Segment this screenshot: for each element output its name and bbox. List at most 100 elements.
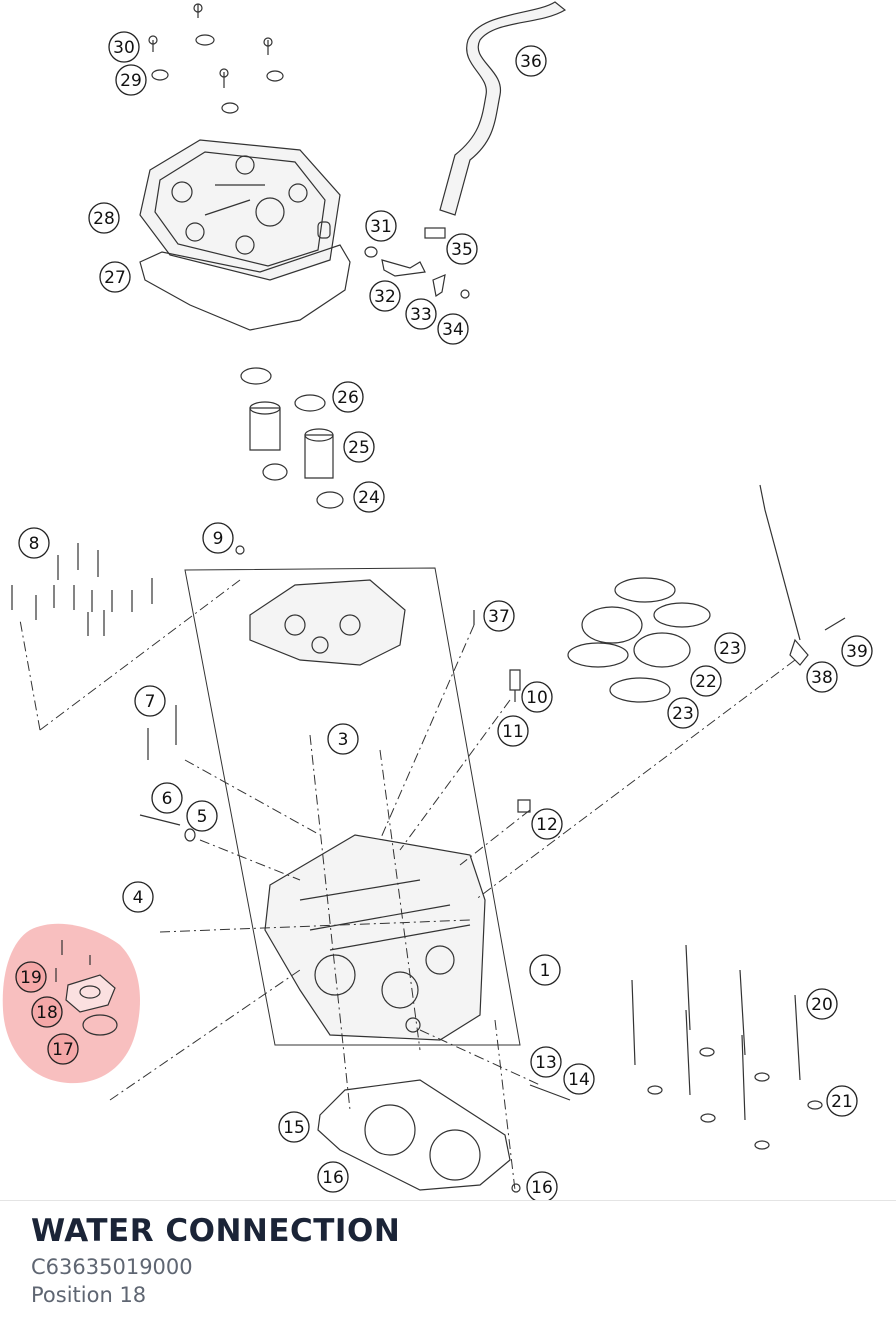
callout-label: 39: [846, 642, 868, 662]
callout-35[interactable]: 35: [446, 233, 478, 265]
callout-33[interactable]: 33: [405, 298, 437, 330]
callout-label: 12: [536, 815, 558, 835]
callout-label: 13: [535, 1053, 557, 1073]
camshaft-carrier[interactable]: [235, 545, 406, 666]
callout-15[interactable]: 15: [278, 1111, 310, 1143]
callout-label: 22: [695, 672, 717, 692]
callout-30[interactable]: 30: [108, 31, 140, 63]
sensor-cable[interactable]: [759, 484, 809, 666]
sensors[interactable]: [139, 610, 531, 842]
callout-label: 23: [672, 704, 694, 724]
callout-32[interactable]: 32: [369, 280, 401, 312]
cylinder-head[interactable]: [264, 834, 486, 1041]
callout-label: 35: [451, 240, 473, 260]
callout-label: 8: [29, 534, 40, 554]
callout-label: 36: [520, 52, 542, 72]
callout-25[interactable]: 25: [343, 431, 375, 463]
callout-label: 19: [20, 968, 42, 988]
part-number: C63635019000: [31, 1255, 193, 1279]
callout-label: 16: [322, 1168, 344, 1188]
callout-label: 21: [831, 1092, 853, 1112]
callout-label: 34: [442, 320, 464, 340]
callout-10[interactable]: 10: [521, 681, 553, 713]
callout-21[interactable]: 21: [826, 1085, 858, 1117]
callout-5[interactable]: 5: [186, 800, 218, 832]
callout-12[interactable]: 12: [531, 808, 563, 840]
callout-1[interactable]: 1: [529, 954, 561, 986]
callout-label: 30: [113, 38, 135, 58]
callout-label: 37: [488, 607, 510, 627]
valve-cover[interactable]: [139, 139, 341, 281]
spark-plug-tubes[interactable]: [240, 367, 344, 509]
callout-label: 18: [36, 1003, 58, 1023]
callout-label: 9: [213, 529, 224, 549]
callout-label: 11: [502, 722, 524, 742]
intake-boots[interactable]: [567, 577, 711, 703]
part-info-panel: [0, 1200, 896, 1336]
callout-4[interactable]: 4: [122, 881, 154, 913]
callout-label: 25: [348, 438, 370, 458]
callout-38[interactable]: 38: [806, 661, 838, 693]
callout-39[interactable]: 39: [841, 635, 873, 667]
part-position: Position 18: [31, 1283, 147, 1307]
callout-27[interactable]: 27: [99, 261, 131, 293]
callout-29[interactable]: 29: [115, 64, 147, 96]
callout-label: 29: [120, 71, 142, 91]
callout-label: 15: [283, 1118, 305, 1138]
callout-20[interactable]: 20: [806, 988, 838, 1020]
callout-label: 23: [719, 639, 741, 659]
water-connection[interactable]: [55, 940, 118, 1036]
callout-11[interactable]: 11: [497, 715, 529, 747]
callout-14[interactable]: 14: [563, 1063, 595, 1095]
callout-7[interactable]: 7: [134, 685, 166, 717]
exploded-parts-diagram: 1 3 4 5 6 7 8 9 10 11 12 13 14 15 16 16 …: [2, 1, 873, 1200]
callout-label: 32: [374, 287, 396, 307]
callout-label: 27: [104, 268, 126, 288]
callout-label: 14: [568, 1070, 590, 1090]
callout-label: 20: [811, 995, 833, 1015]
callout-label: 4: [133, 888, 144, 908]
callout-label: 28: [93, 209, 115, 229]
callout-label: 33: [410, 305, 432, 325]
breather-fitting[interactable]: [364, 246, 470, 299]
callout-label: 7: [145, 692, 156, 712]
callout-18[interactable]: 18: [31, 996, 63, 1028]
callout-31[interactable]: 31: [365, 210, 397, 242]
callout-34[interactable]: 34: [437, 313, 469, 345]
valve-cover-gasket[interactable]: [139, 244, 351, 331]
callout-label: 1: [540, 961, 551, 981]
callout-6[interactable]: 6: [151, 782, 183, 814]
callout-label: 26: [337, 388, 359, 408]
callout-16-left[interactable]: 16: [317, 1161, 349, 1193]
callout-3[interactable]: 3: [327, 723, 359, 755]
callout-label: 24: [358, 488, 380, 508]
cylinder-head-bolts[interactable]: [631, 944, 823, 1150]
callout-36[interactable]: 36: [515, 45, 547, 77]
camshaft-bolts[interactable]: [11, 543, 153, 636]
callout-23-top[interactable]: 23: [714, 632, 746, 664]
hose-clamp[interactable]: [424, 227, 446, 239]
callout-label: 3: [338, 730, 349, 750]
callout-label: 31: [370, 217, 392, 237]
callout-24[interactable]: 24: [353, 481, 385, 513]
callout-23-bottom[interactable]: 23: [667, 697, 699, 729]
callout-9[interactable]: 9: [202, 522, 234, 554]
callout-19[interactable]: 19: [15, 961, 47, 993]
callout-label: 10: [526, 688, 548, 708]
callout-28[interactable]: 28: [88, 202, 120, 234]
top-bolts-and-seals[interactable]: [148, 3, 284, 114]
callout-26[interactable]: 26: [332, 381, 364, 413]
callout-16-right[interactable]: 16: [526, 1171, 558, 1200]
callout-22[interactable]: 22: [690, 665, 722, 697]
callout-label: 17: [52, 1040, 74, 1060]
callout-13[interactable]: 13: [530, 1046, 562, 1078]
callout-label: 38: [811, 668, 833, 688]
assembly-frame: [184, 567, 521, 1046]
callout-8[interactable]: 8: [18, 527, 50, 559]
callout-label: 5: [197, 807, 208, 827]
breather-hose[interactable]: [439, 1, 567, 216]
callout-label: 6: [162, 789, 173, 809]
callout-label: 16: [531, 1178, 553, 1198]
callout-37[interactable]: 37: [483, 600, 515, 632]
callout-17[interactable]: 17: [47, 1033, 79, 1065]
